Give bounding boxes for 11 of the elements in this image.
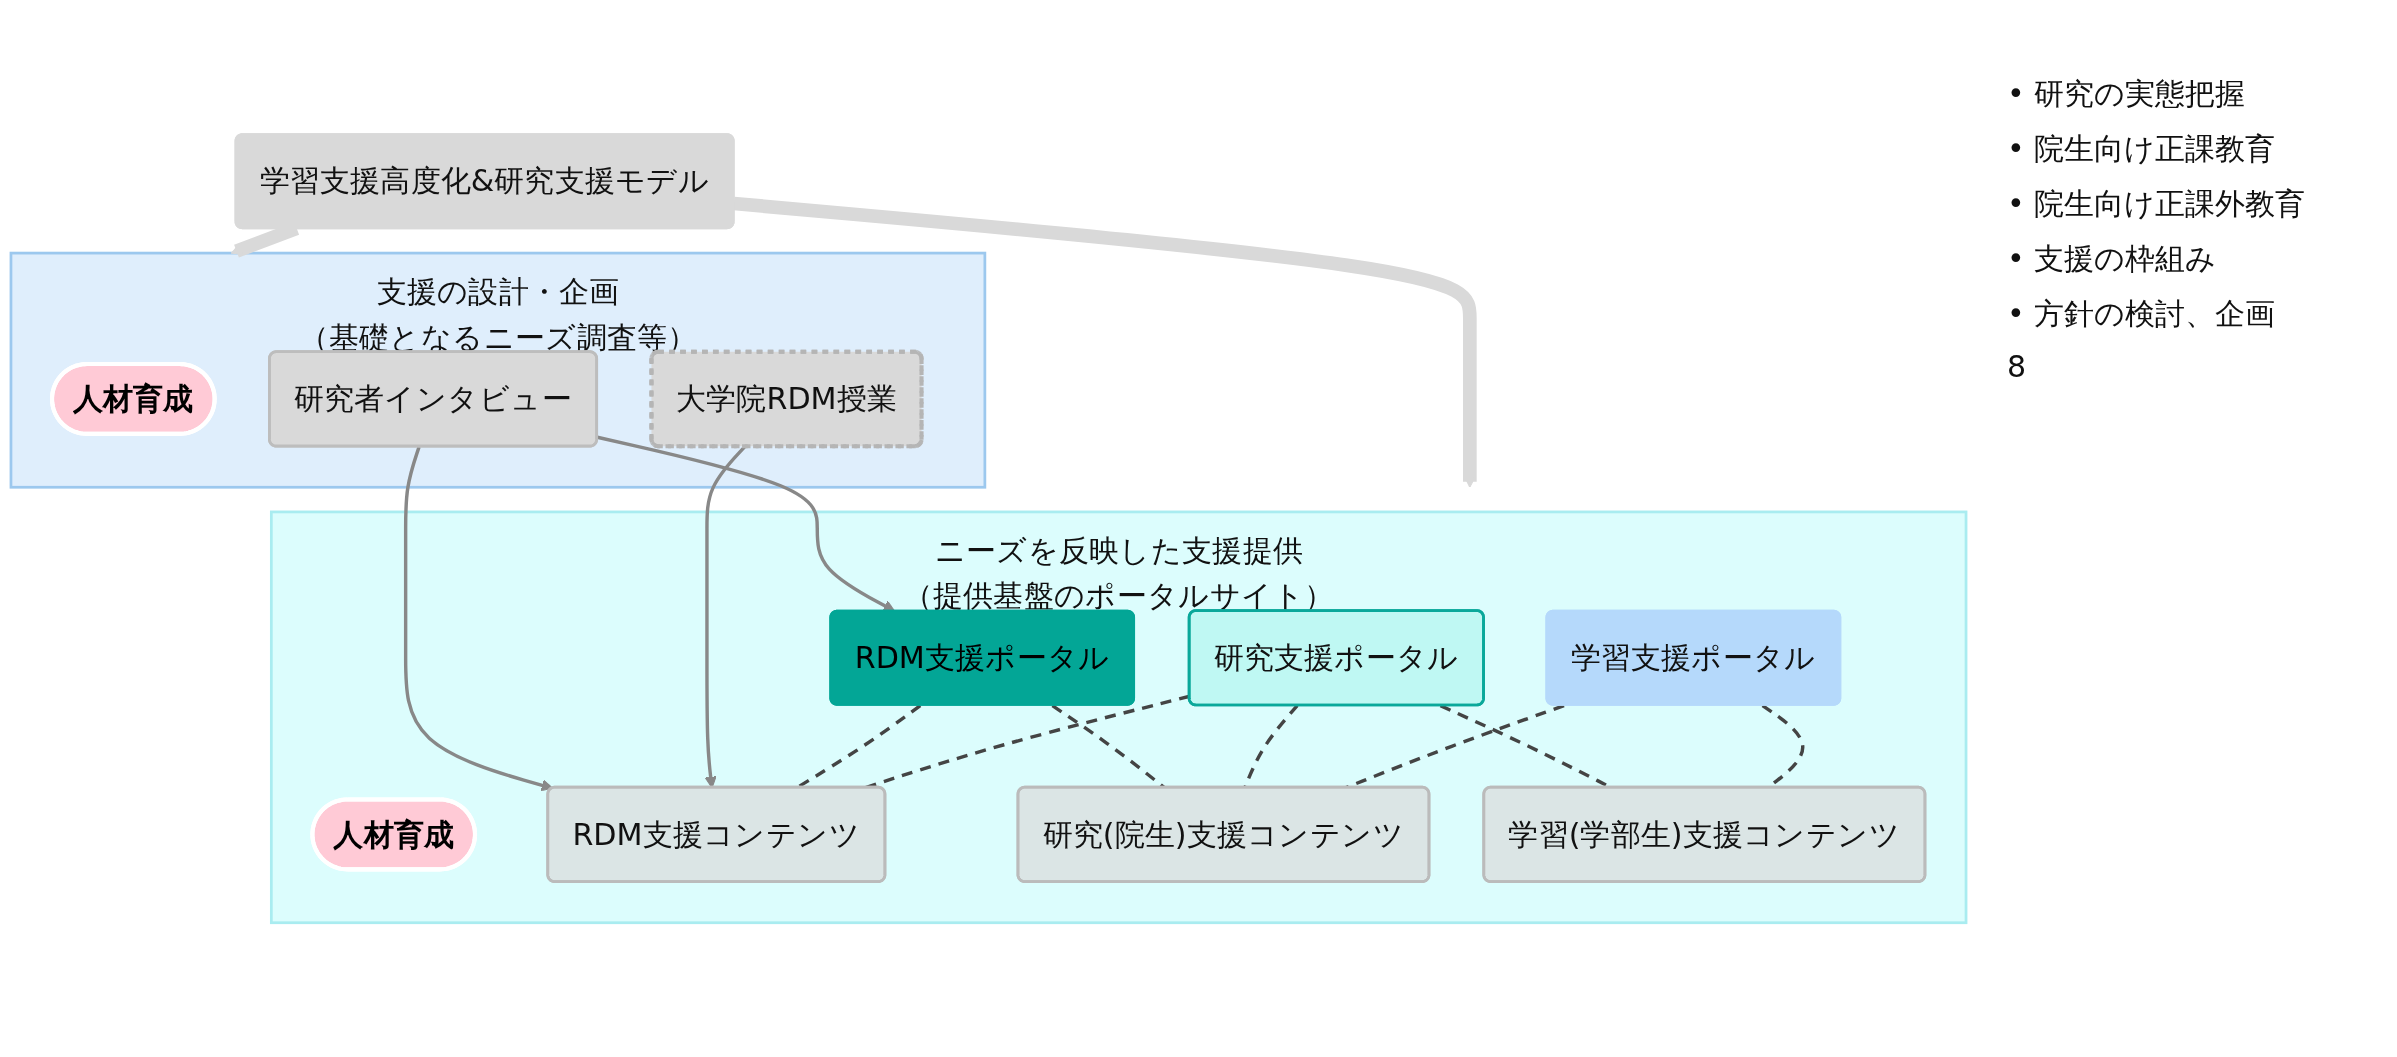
bullet-note: 8	[2007, 349, 2028, 384]
arrow	[403, 446, 554, 792]
arrow	[733, 196, 1477, 488]
arrow	[597, 435, 896, 612]
bullet-note: • 支援の枠組み	[2007, 240, 2218, 278]
bullet-note: • 研究の実態把握	[2007, 75, 2247, 113]
cluster	[9, 251, 987, 489]
cluster	[269, 510, 1968, 925]
bullet-note: • 院生向け正課教育	[2007, 130, 2277, 168]
bullet-note: • 方針の検討、企画	[2007, 295, 2277, 333]
bullet-note: • 院生向け正課外教育	[2007, 185, 2307, 223]
